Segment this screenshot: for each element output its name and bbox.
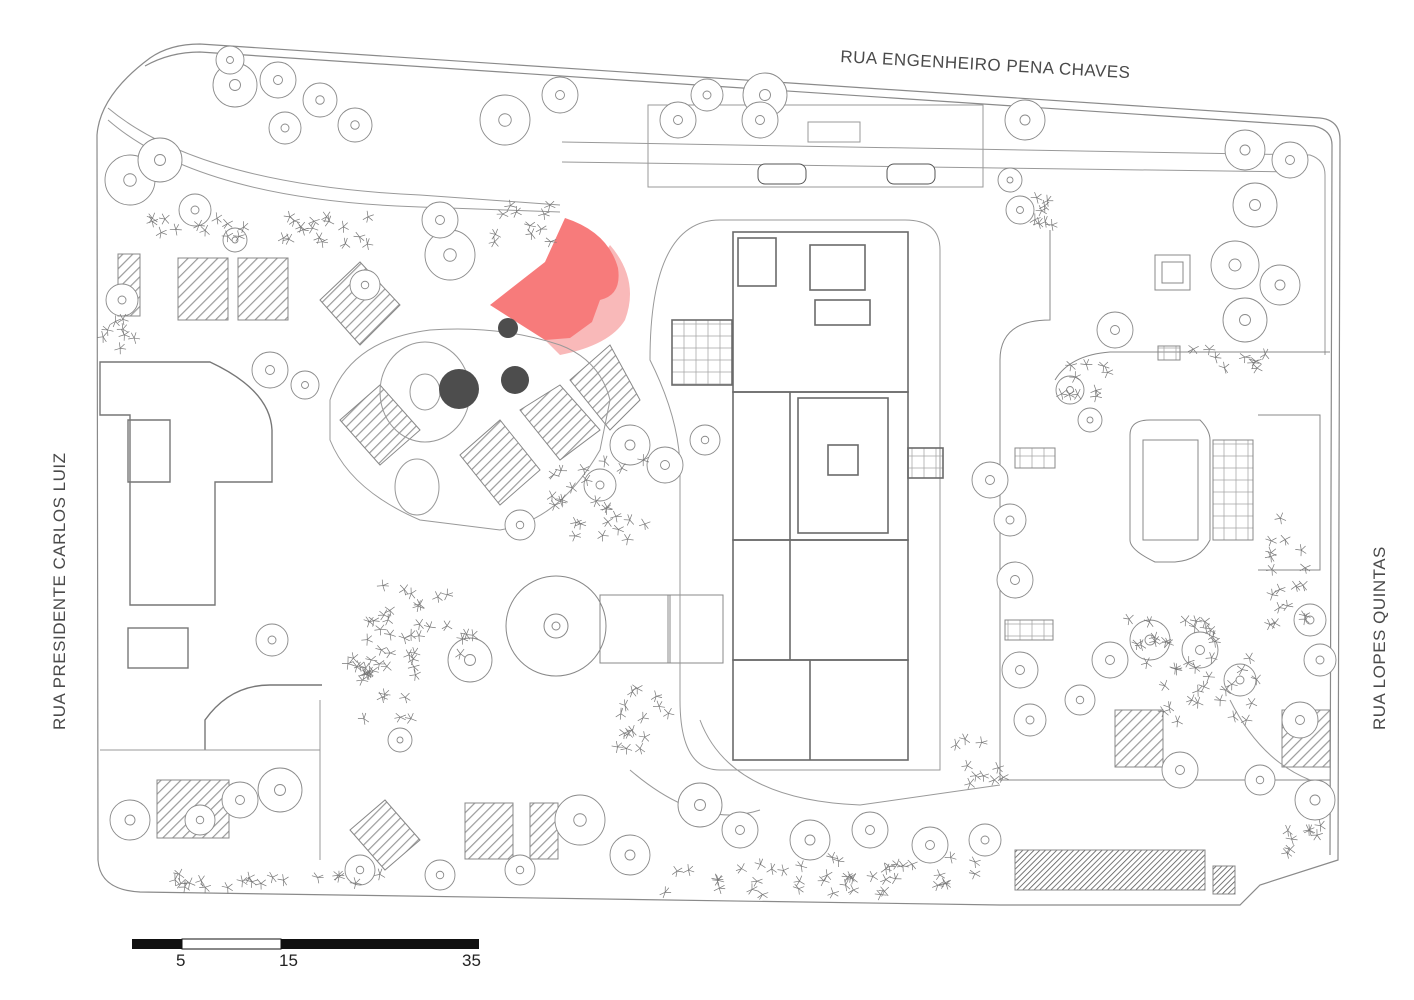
scale-label-5: 5 — [176, 951, 186, 970]
hatched-beds — [117, 253, 1331, 895]
main-building — [649, 219, 944, 771]
scale-seg-2 — [181, 938, 282, 950]
east-garden — [999, 230, 1330, 781]
shrub-clusters — [97, 192, 1326, 901]
scale-seg-1 — [132, 939, 182, 949]
tree-canopies — [104, 45, 1337, 891]
scale-label-35: 35 — [462, 951, 481, 970]
highlight-main — [490, 218, 619, 340]
fountain — [505, 575, 724, 677]
dark-trees — [439, 318, 529, 409]
west-outbuilding — [99, 361, 322, 750]
scale-seg-3 — [281, 939, 479, 949]
site-boundary — [96, 43, 1341, 906]
street-label-east: RUA LOPES QUINTAS — [1370, 546, 1389, 730]
scale-bar — [132, 938, 479, 950]
highlighted-pavilion — [490, 218, 630, 355]
street-label-west: RUA PRESIDENTE CARLOS LUIZ — [50, 452, 69, 730]
parked-cars — [757, 163, 936, 185]
scale-label-15: 15 — [279, 951, 298, 970]
